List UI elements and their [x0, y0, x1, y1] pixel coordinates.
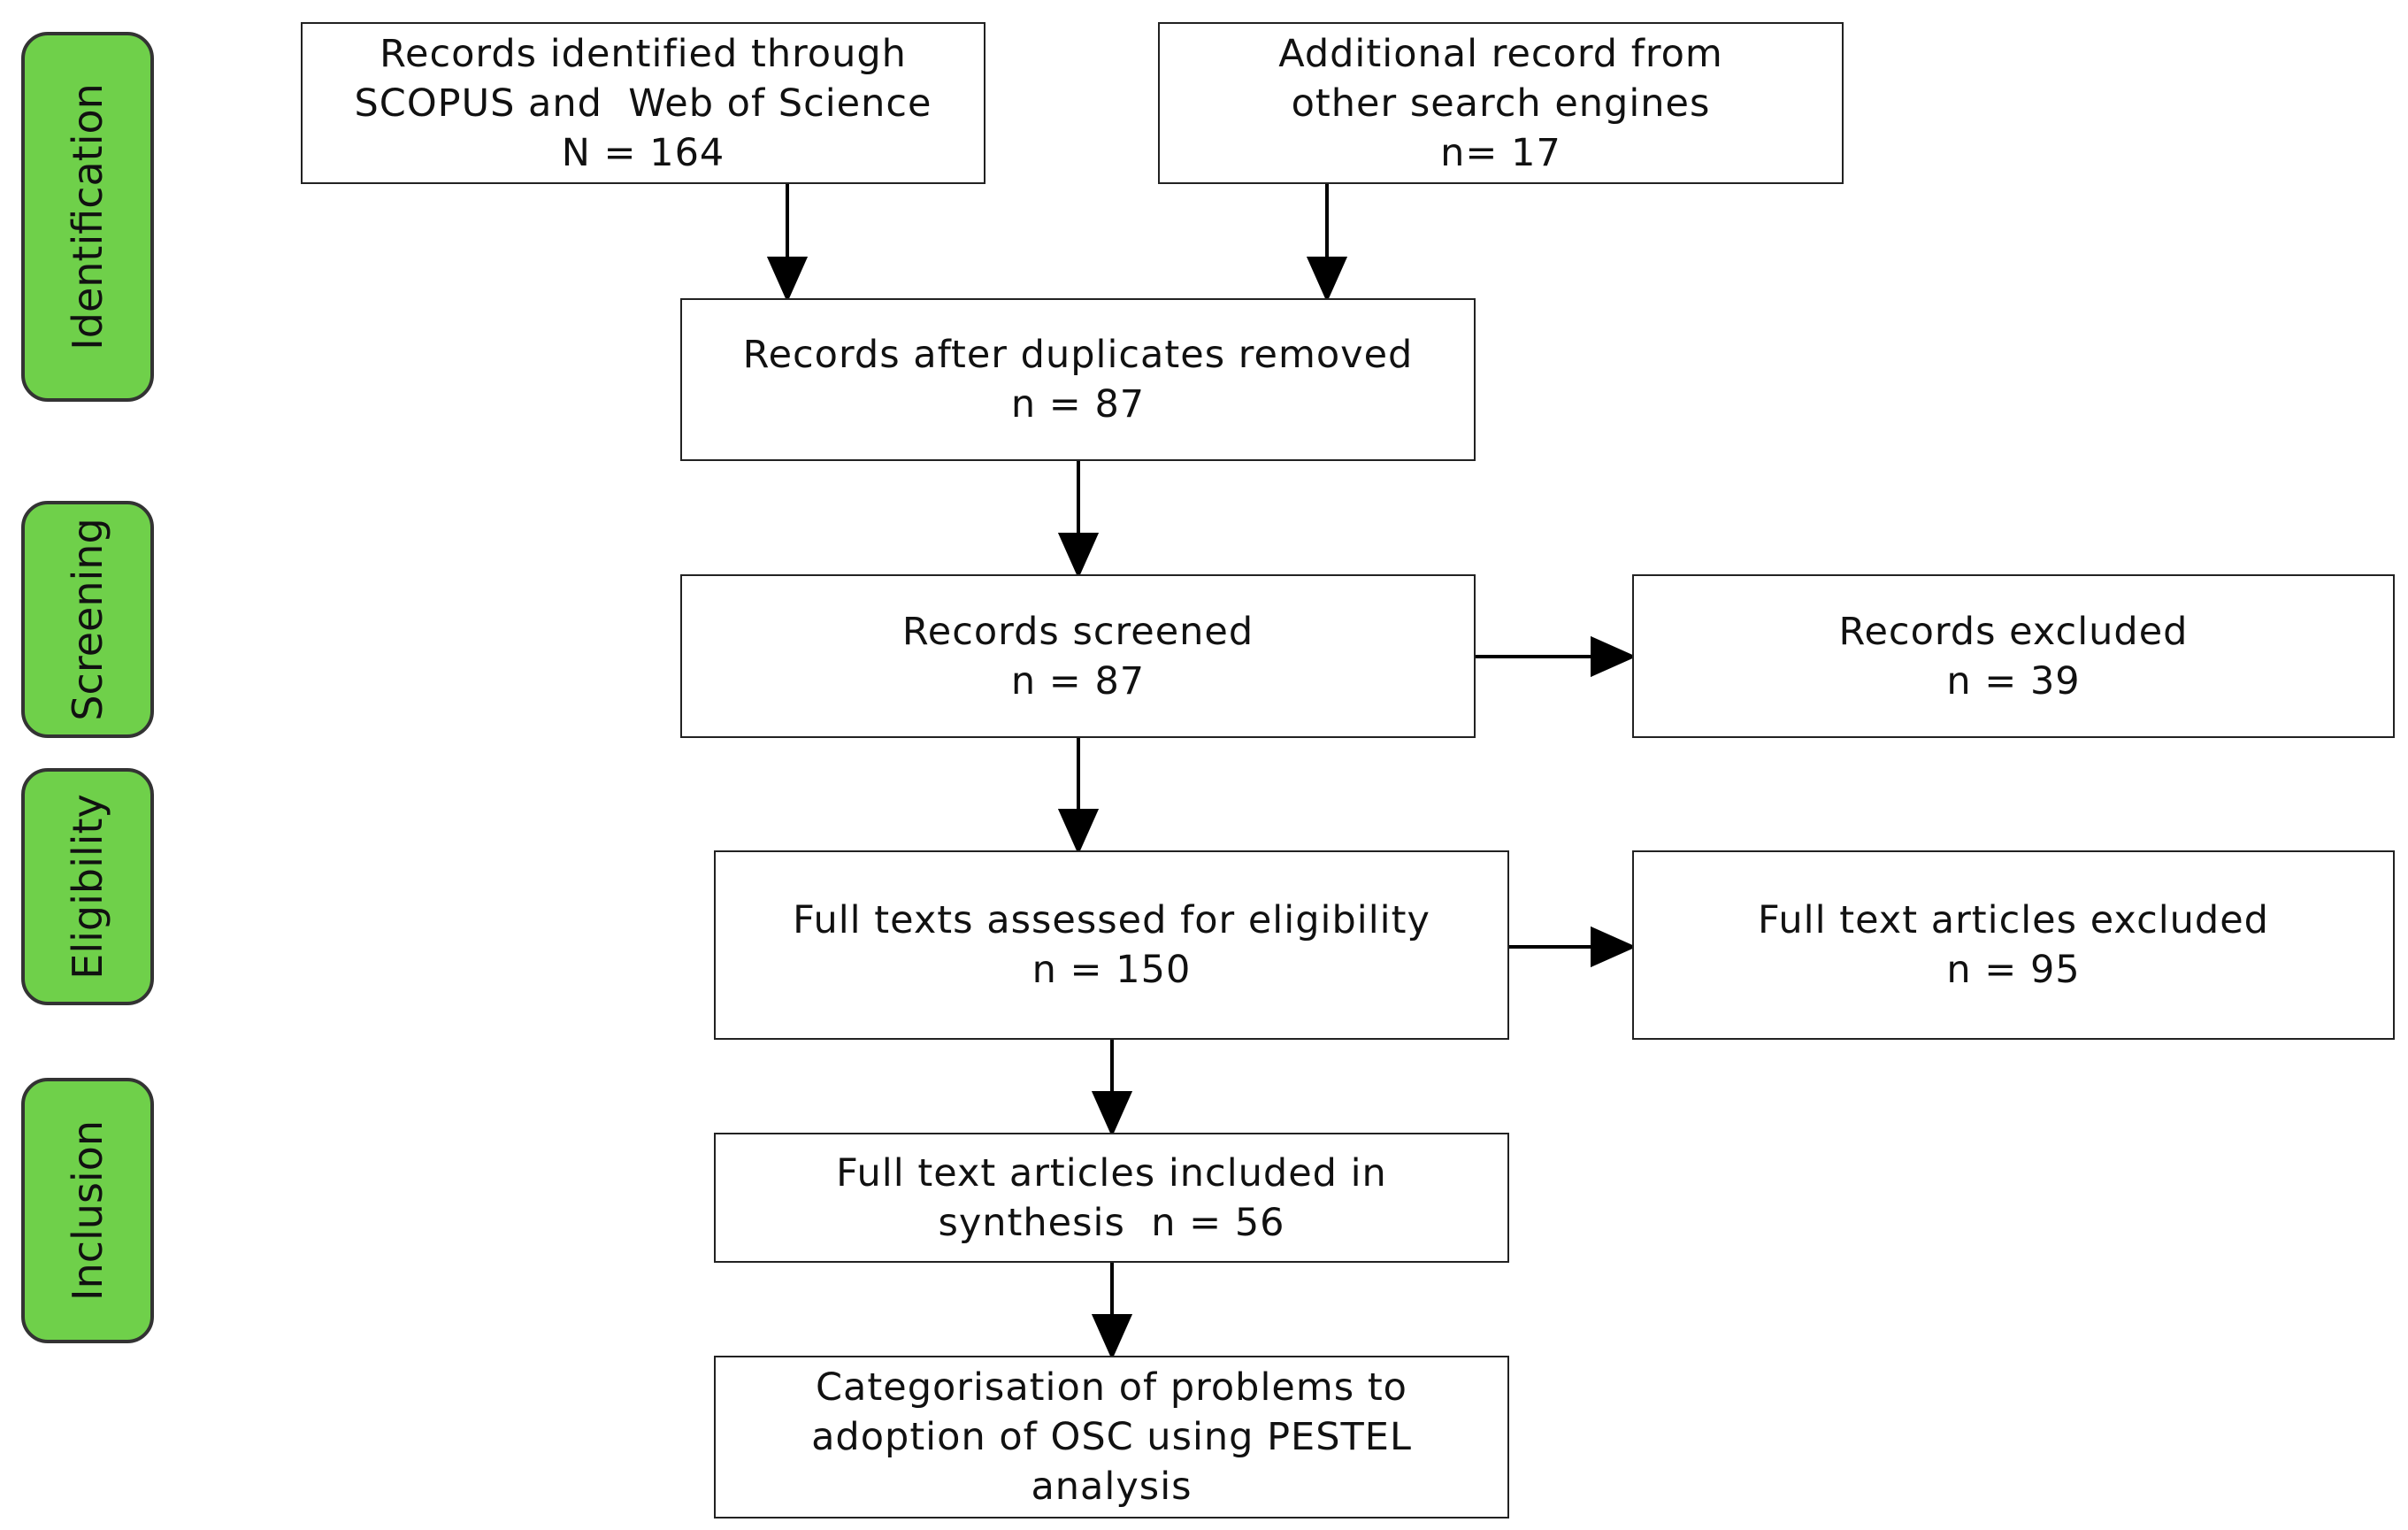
box-records-identified: Records identified through SCOPUS and We…: [301, 22, 985, 184]
arrowhead-fulltext-to-excluded: [1591, 926, 1637, 968]
arrowhead-scopus-to-duplicates: [766, 257, 809, 303]
box-additional-records-line3: n= 17: [1440, 130, 1561, 175]
box-full-texts-assessed-line1: Full texts assessed for eligibility: [793, 898, 1430, 942]
stage-eligibility: Eligibility: [21, 768, 154, 1005]
box-categorisation-line3: analysis: [1031, 1465, 1192, 1509]
box-full-text-excluded-line1: Full text articles excluded: [1758, 898, 2269, 942]
box-full-text-included-line1: Full text articles included in: [836, 1150, 1387, 1196]
arrowhead-fulltext-to-included: [1091, 1091, 1133, 1137]
arrowhead-included-to-categorisation: [1091, 1314, 1133, 1360]
arrowhead-additional-to-duplicates: [1306, 257, 1348, 303]
stage-identification: Identification: [21, 32, 154, 402]
box-records-excluded: Records excluded n = 39: [1632, 574, 2395, 738]
arrowhead-screened-to-excluded: [1591, 635, 1637, 678]
box-additional-records: Additional record from other search engi…: [1158, 22, 1844, 184]
box-records-screened-line1: Records screened: [901, 609, 1254, 654]
box-full-text-excluded-line2: n = 95: [1946, 948, 2081, 992]
box-full-text-excluded: Full text articles excluded n = 95: [1632, 850, 2395, 1040]
box-full-text-included: Full text articles included in synthesis…: [714, 1133, 1509, 1263]
stage-screening: Screening: [21, 501, 154, 738]
box-records-screened: Records screened n = 87: [680, 574, 1476, 738]
box-duplicates-removed: Records after duplicates removed n = 87: [680, 298, 1476, 461]
stage-inclusion: Inclusion: [21, 1078, 154, 1343]
box-additional-records-line1: Additional record from: [1278, 31, 1723, 76]
box-records-excluded-line2: n = 39: [1946, 658, 2081, 703]
box-full-texts-assessed-line2: n = 150: [1031, 948, 1192, 992]
box-categorisation-line1: Categorisation of problems to: [816, 1365, 1407, 1410]
arrowhead-duplicates-to-screened: [1057, 533, 1100, 579]
box-duplicates-removed-line1: Records after duplicates removed: [742, 333, 1414, 377]
box-additional-records-line2: other search engines: [1291, 81, 1711, 126]
box-records-identified-line3: N = 164: [561, 130, 725, 175]
box-records-identified-line2: SCOPUS and Web of Science: [354, 81, 932, 126]
box-records-identified-line1: Records identified through: [380, 31, 907, 76]
box-categorisation: Categorisation of problems to adoption o…: [714, 1356, 1509, 1518]
arrowhead-screened-to-fulltext: [1057, 809, 1100, 855]
box-full-text-included-line2: synthesis n = 56: [938, 1200, 1285, 1245]
box-records-excluded-line1: Records excluded: [1838, 609, 2189, 654]
box-records-screened-line2: n = 87: [1010, 658, 1146, 703]
box-duplicates-removed-line2: n = 87: [1010, 382, 1146, 427]
box-full-texts-assessed: Full texts assessed for eligibility n = …: [714, 850, 1509, 1040]
box-categorisation-line2: adoption of OSC using PESTEL: [811, 1415, 1412, 1459]
